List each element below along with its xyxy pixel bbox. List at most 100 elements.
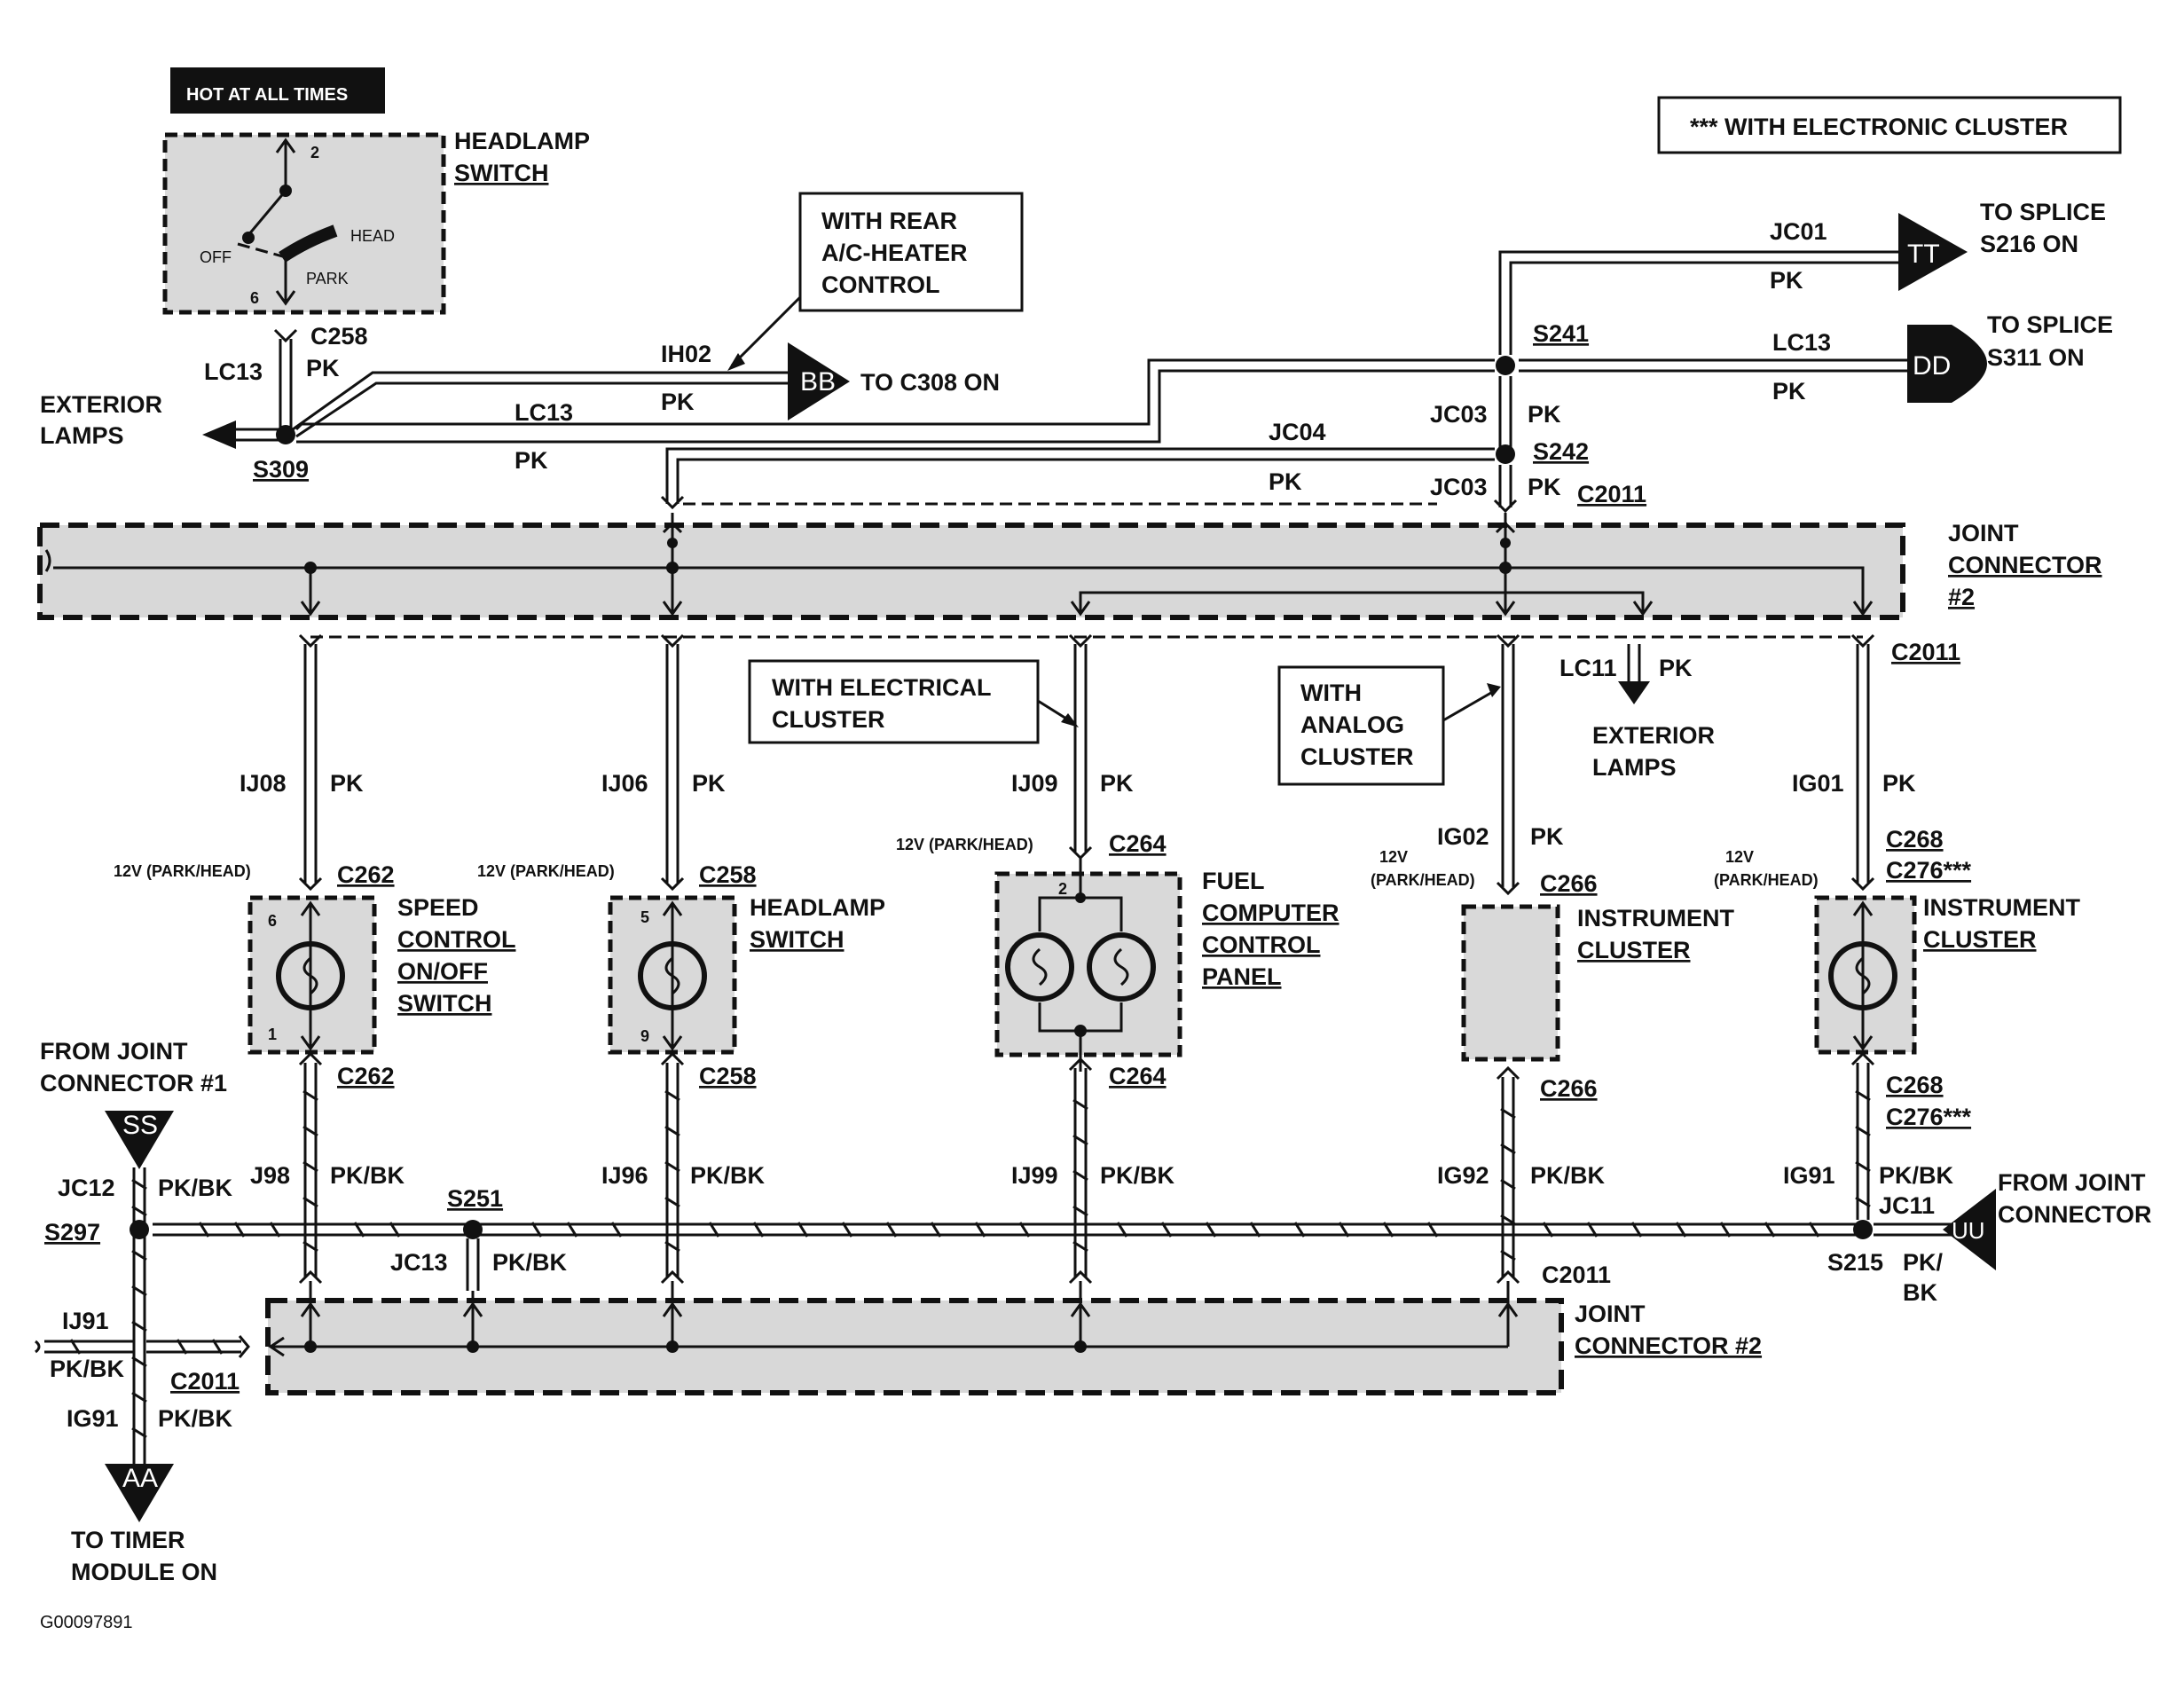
b5-name-2: CLUSTER (1923, 926, 2037, 953)
splice-s297-dot (130, 1220, 149, 1239)
circuit-jc11: JC11 (1879, 1192, 1935, 1219)
b2-name-1: HEADLAMP (750, 894, 885, 921)
to-timer-1: TO TIMER (71, 1527, 185, 1553)
joint-connector-bottom-bus (268, 1269, 1520, 1357)
note-rear-ac-line1: WITH REAR (821, 208, 957, 234)
b1-color: PK (330, 770, 364, 797)
instrument-cluster-lamp-icon (1828, 900, 1897, 1051)
b4-circuit: IG02 (1437, 823, 1489, 850)
splice-s309: S309 (253, 456, 309, 483)
flag-ss (105, 1111, 174, 1169)
jc2-bottom-2: CONNECTOR #2 (1575, 1332, 1762, 1359)
fuel-computer-panel (994, 871, 1182, 1057)
from-jc1-2: CONNECTOR #1 (40, 1070, 227, 1096)
exterior-lamps-right-1: EXTERIOR (1592, 722, 1715, 749)
note-rear-ac-line2: A/C-HEATER (821, 240, 968, 266)
jc12-color: PK/BK (158, 1175, 233, 1201)
joint-connector-2-top (37, 523, 1905, 620)
b5-conn-bottom: C268 (1886, 1072, 1944, 1098)
splice-s241: S241 (1533, 320, 1589, 347)
headlamp-switch-pin-6: 6 (250, 289, 259, 307)
b4-conn-top: C266 (1540, 870, 1598, 897)
flag-uu-label: UU (1952, 1217, 1985, 1244)
connector-c2011-left: C2011 (170, 1368, 240, 1395)
wire-jc03-s241-s242 (1498, 376, 1512, 448)
b5-color: PK (1882, 770, 1916, 797)
note-analog-cluster-1: WITH (1300, 680, 1362, 706)
return-wires (298, 1051, 1875, 1277)
s215-color-2: BK (1903, 1279, 1937, 1306)
flag-aa-label: AA (122, 1464, 158, 1493)
wire-jc04 (660, 447, 1495, 510)
note-rear-ac-pointer (730, 295, 802, 367)
b3-volt: 12V (PARK/HEAD) (896, 836, 1033, 853)
circuit-lc13-mid: LC13 (515, 399, 573, 426)
b5-circuit: IG01 (1792, 770, 1844, 797)
b5-volt-1: 12V (1725, 848, 1754, 866)
connector-c258-top: C258 (310, 323, 368, 350)
b2-conn-top: C258 (699, 861, 757, 888)
splice-s241-dot (1496, 356, 1515, 375)
note-electrical-cluster-1: WITH ELECTRICAL (772, 674, 991, 701)
bus-s297-s215 (153, 1222, 1856, 1238)
joint-connector-top-line3: #2 (1948, 584, 1975, 610)
b4-name-2: CLUSTER (1577, 937, 1691, 963)
b1-conn-top: C262 (337, 861, 395, 888)
fuel-computer-lamps-icon (1005, 856, 1156, 1072)
b3-color: PK (1100, 770, 1134, 797)
b1-circuit: IJ08 (240, 770, 287, 797)
tt-destination-2: S216 ON (1980, 231, 2078, 257)
headlamp-switch-off: OFF (200, 248, 232, 266)
legend-electronic-cluster (1657, 96, 2122, 154)
note-analog-cluster (1277, 665, 1445, 786)
joint-connector-top-line2: CONNECTOR (1948, 552, 2102, 578)
circuit-jc12: JC12 (58, 1175, 115, 1201)
from-jc1-1: FROM JOINT (40, 1038, 188, 1065)
b3-conn-top: C264 (1109, 830, 1167, 857)
circuit-ig91: IG91 (67, 1405, 119, 1432)
from-jc-2: CONNECTOR (1998, 1201, 2152, 1228)
s215-color-1: PK/ (1903, 1249, 1944, 1276)
exterior-lamps-left-1: EXTERIOR (40, 391, 162, 418)
note-analog-cluster-2: ANALOG (1300, 711, 1404, 738)
b1-name-4: SWITCH (397, 990, 491, 1017)
note-analog-cluster-3: CLUSTER (1300, 743, 1414, 770)
headlamp-switch-pin-2: 2 (310, 144, 319, 161)
wire-c258-to-s309 (273, 328, 298, 430)
ig91-color: PK/BK (158, 1405, 233, 1432)
b2-ret-color: PK/BK (690, 1162, 766, 1189)
b2-pin-bottom: 9 (640, 1027, 649, 1045)
lc13-right-color: PK (1772, 378, 1806, 405)
splice-s215: S215 (1827, 1249, 1883, 1276)
b4-conn-bottom: C266 (1540, 1075, 1598, 1102)
b2-pin-top: 5 (640, 908, 649, 926)
jc13-color: PK/BK (492, 1249, 568, 1276)
headlamp-switch-park: PARK (306, 270, 349, 287)
b1-conn-bottom: C262 (337, 1063, 395, 1089)
wire-lc13-s309-s241 (295, 358, 1495, 444)
speed-control-lamp-icon (276, 900, 345, 1051)
b3-conn-bottom: C264 (1109, 1063, 1167, 1089)
splice-s251-dot (463, 1220, 483, 1239)
dd-destination-2: S311 ON (1987, 344, 2085, 371)
b3-circuit: IJ09 (1011, 770, 1058, 797)
c258-color: PK (306, 355, 340, 381)
splice-s242: S242 (1533, 438, 1589, 465)
splice-s215-dot (1853, 1220, 1873, 1239)
b5-conn-bottom-2: C276*** (1886, 1104, 1972, 1130)
b4-ret-circuit: IG92 (1437, 1162, 1489, 1189)
b2-circuit: IJ06 (601, 770, 648, 797)
wire-jc03-b (1493, 465, 1518, 514)
hot-at-all-times-banner (170, 67, 385, 114)
headlamp-switch-lamp-icon (638, 900, 707, 1051)
jc01-color: PK (1770, 267, 1803, 294)
instrument-cluster-analog (1461, 904, 1560, 1062)
speed-control-switch (247, 895, 377, 1055)
b1-pin-top: 6 (268, 912, 277, 930)
b1-name-1: SPEED (397, 894, 479, 921)
wire-ij91 (35, 1335, 250, 1358)
b3-ret-color: PK/BK (1100, 1162, 1175, 1189)
b4-volt-2: (PARK/HEAD) (1371, 871, 1475, 889)
flag-aa (105, 1464, 174, 1522)
b2-volt: 12V (PARK/HEAD) (477, 862, 615, 880)
